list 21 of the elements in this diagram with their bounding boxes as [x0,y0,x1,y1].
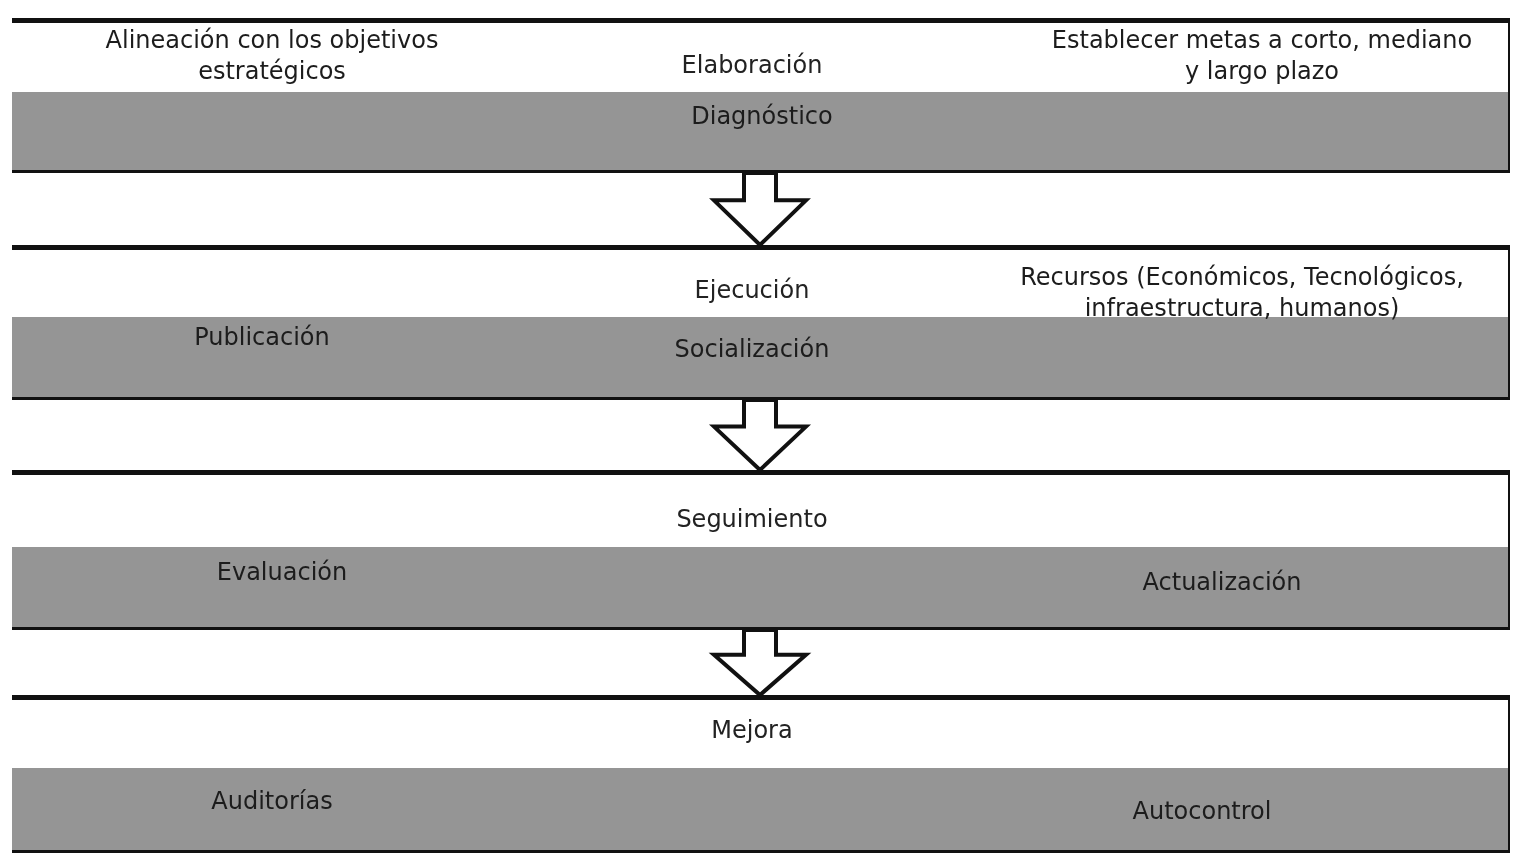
stage-item-text: Actualización [1052,567,1392,599]
stage-band [12,470,1510,630]
stage-item-text: Alineación con los objetivos estratégicos [52,25,492,88]
stage-item-text: Recursos (Económicos, Tecnológicos, infraestructura, humanos) [997,262,1487,325]
stage-heading: Mejora [710,716,794,744]
stage-band [12,18,1510,173]
stage-item-text: Auditorías [122,786,422,818]
stage-heading: Ejecución [693,276,811,304]
stage-heading: Elaboración [680,51,824,79]
stage-item-text: Socialización [602,334,902,366]
stage-item-text: Diagnóstico [612,101,912,133]
stage-band [12,695,1510,853]
block-arrow [709,171,811,248]
block-arrow [708,628,812,698]
stage-item-text: Establecer metas a corto, mediano y largo plazo [1042,25,1482,88]
stage-item-text: Evaluación [132,557,432,589]
stage-item-text: Autocontrol [1042,796,1362,828]
stage-item-text: Publicación [102,322,422,354]
block-arrow [708,398,812,473]
stage-heading: Seguimiento [675,505,829,533]
stage-band [12,245,1510,400]
